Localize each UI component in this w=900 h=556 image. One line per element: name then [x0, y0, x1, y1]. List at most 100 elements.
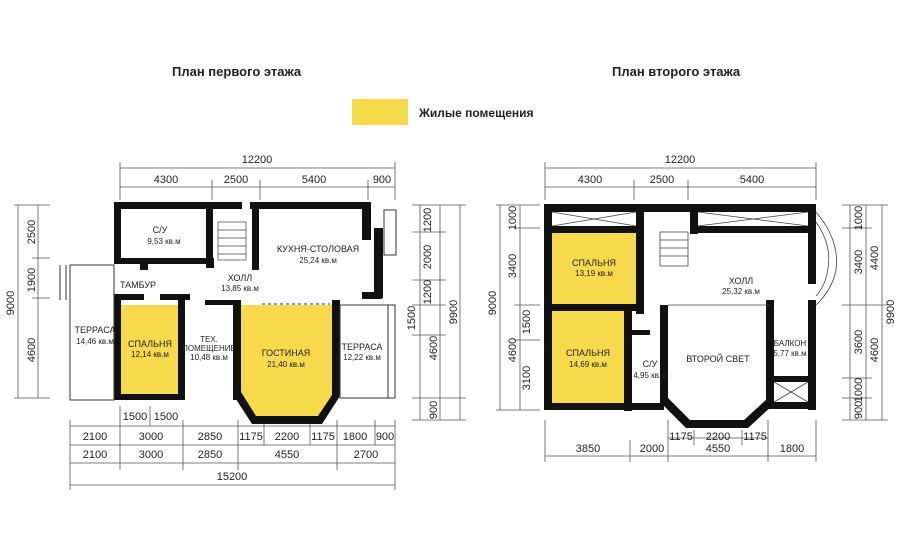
f2-dim-top-c: 5400: [740, 174, 764, 186]
legend-swatch: [352, 99, 408, 125]
f2-hall-area: 25,32 кв.м: [722, 287, 760, 296]
f2-dim-bottom-g: 1800: [780, 443, 804, 455]
f2-bedroom2-name: СПАЛЬНЯ: [566, 348, 610, 358]
f1-dim-b1-c: 2850: [198, 431, 222, 443]
f1-dim-top-a: 4300: [154, 174, 178, 186]
f1-dim-left-total: 9000: [5, 291, 17, 315]
f2-bedroom2-fill: [551, 311, 624, 404]
f1-dim-top-b: 2500: [224, 174, 248, 186]
f2-dim-bottom-b: 2200: [706, 431, 730, 443]
f1-dim-right-f: 900: [428, 401, 440, 419]
f2-walls: [544, 204, 816, 428]
f2-details: [551, 211, 837, 403]
f1-bedroom-name: СПАЛЬНЯ: [128, 339, 172, 349]
f1-terrace-left-area: 14,46 кв.м: [76, 337, 114, 346]
f1-tambur: ТАМБУР: [120, 280, 156, 290]
f1-dim-top-c: 5400: [302, 174, 326, 186]
f2-bedroom1-area: 13,19 кв.м: [575, 269, 613, 278]
f1-stairs: [217, 221, 247, 261]
f2-dim-bottom-f: 4550: [706, 443, 730, 455]
f1-dim-b2-b: 3000: [139, 449, 163, 461]
f1-dim-top-total: 12200: [242, 154, 273, 166]
f1-dim-b1-b: 3000: [139, 431, 163, 443]
f2-dim-right-b: 3400: [853, 250, 865, 274]
f2-dim-bottom-c: 1175: [743, 431, 767, 443]
f2-labels: 12200 4300 2500 5400 9000 1000 3400 1500…: [487, 154, 897, 455]
f2-dim-right-g: 900: [853, 401, 865, 419]
f1-dim-right-c: 1200: [422, 280, 434, 304]
f1-dim-right-total: 9900: [448, 300, 460, 324]
f1-walls: [114, 202, 383, 424]
f1-dim-b1-f: 1175: [311, 431, 335, 443]
f2-dim-left-total: 9000: [487, 291, 499, 315]
second-floor-title: План второго этажа: [612, 64, 741, 79]
f2-dim-right-f: 1000: [853, 378, 865, 402]
f2-bedroom1-name: СПАЛЬНЯ: [572, 258, 616, 268]
f1-bedroom-area: 12,14 кв.м: [131, 350, 169, 359]
f1-living-area: 21,40 кв.м: [267, 360, 305, 369]
f2-bedroom1-fill: [551, 232, 639, 306]
f1-terrace-left-name: ТЕРРАСА: [74, 325, 115, 335]
f1-dim-b2-a: 2100: [83, 449, 107, 461]
f1-tech-area: 10,48 кв.м: [190, 353, 228, 362]
f1-dim-b2-e: 2700: [354, 449, 378, 461]
f1-dim-b2-d: 4550: [275, 449, 299, 461]
f1-dim-b1-h: 900: [376, 431, 394, 443]
f1-hall-name: ХОЛЛ: [228, 273, 253, 283]
f2-dim-right-e: 4600: [869, 338, 881, 362]
f2-dim-top-a: 4300: [578, 174, 602, 186]
f1-dim-b1-d: 1175: [239, 431, 263, 443]
f2-dim-bottom-e: 2000: [640, 443, 664, 455]
f2-bedroom2-area: 14,69 кв.м: [569, 360, 607, 369]
f2-dim-right-total: 9900: [885, 300, 897, 324]
f1-tech-name-1: ТЕХ.: [200, 335, 218, 344]
f2-dim-right-a: 1000: [853, 206, 865, 230]
f2-su-name: С/У: [643, 359, 658, 369]
f1-dim-right-d: 1500: [406, 306, 418, 330]
first-floor-plan: [14, 162, 466, 490]
f2-balcony-name: БАЛКОН: [774, 339, 807, 348]
f2-second-light: ВТОРОЙ СВЕТ: [686, 353, 750, 364]
f1-dim-b2-c: 2850: [198, 449, 222, 461]
f2-hall-name: ХОЛЛ: [729, 276, 754, 286]
f1-tech-name-2: ПОМЕЩЕНИЕ: [182, 344, 236, 353]
f1-su-area: 9,53 кв.м: [147, 237, 180, 246]
f1-kitchen-name: КУХНЯ-СТОЛОВАЯ: [277, 244, 359, 254]
f1-dim-right-e: 4600: [428, 336, 440, 360]
legend-label: Жилые помещения: [419, 106, 534, 120]
f1-living-fill: [240, 305, 334, 416]
f2-dim-bottom-d: 3850: [576, 443, 600, 455]
f2-dim-right-d: 3600: [853, 330, 865, 354]
f1-dim-left-c: 4600: [26, 338, 38, 362]
first-floor-title: План первого этажа: [172, 64, 302, 79]
f1-terrace-right-name: ТЕРРАСА: [341, 342, 382, 352]
f1-su-name: С/У: [153, 225, 168, 235]
f1-dim-inner-a: 1500: [123, 411, 147, 423]
f2-balcony-area: 5,77 кв.м: [773, 349, 806, 358]
f2-dim-left-a: 1000: [507, 206, 519, 230]
f2-dim-bottom-a: 1175: [669, 431, 693, 443]
f1-dim-right-a: 1200: [422, 208, 434, 232]
f1-dim-b1-g: 1800: [343, 431, 367, 443]
f2-dim-left-e: 3100: [521, 366, 533, 390]
f2-dim-top-b: 2500: [650, 174, 674, 186]
f1-dim-inner-b: 1500: [154, 411, 178, 423]
f1-dim-top-d: 900: [373, 174, 391, 186]
f2-dim-right-c: 4400: [869, 246, 881, 270]
f1-bedroom-fill: [120, 305, 181, 398]
f1-dim-b1-a: 2100: [83, 431, 107, 443]
f2-dim-left-d: 4600: [507, 338, 519, 362]
f1-dim-right-b: 2000: [422, 245, 434, 269]
f1-hall-area: 13,85 кв.м: [221, 284, 259, 293]
f1-living-name: ГОСТИНАЯ: [262, 348, 311, 358]
f1-dim-bottom-total: 15200: [217, 471, 248, 483]
f1-dim-b1-e: 2200: [275, 431, 299, 443]
f1-labels: 12200 4300 2500 5400 900 9000 2500 1900 …: [5, 154, 460, 483]
f1-dim-left-b: 1900: [26, 268, 38, 292]
second-floor-plan: [496, 162, 888, 462]
f2-dim-left-b: 3400: [507, 254, 519, 278]
f1-kitchen-area: 25,24 кв.м: [299, 256, 337, 265]
f2-dim-left-c: 1500: [521, 310, 533, 334]
f2-su-area: 4,95 кв.м: [633, 371, 666, 380]
